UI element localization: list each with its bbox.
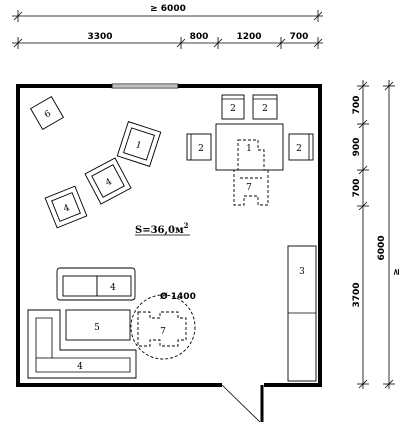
chair-label: 2 bbox=[296, 144, 302, 154]
armchair-label: 1 bbox=[134, 140, 143, 151]
top-dimension-total: ≥ 6000 bbox=[12, 4, 323, 22]
turning-circle: Ø 1400 7 bbox=[130, 291, 196, 360]
coffee-table: 5 bbox=[65, 309, 131, 341]
sofa-label: 4 bbox=[110, 283, 116, 293]
dining-chair-left: 2 bbox=[186, 133, 212, 161]
table-label: 1 bbox=[246, 144, 252, 154]
circle-wheelchair-label: 7 bbox=[160, 327, 166, 337]
sofa-top: 4 bbox=[56, 267, 136, 301]
side-table: 6 bbox=[29, 95, 65, 131]
total-height-symbol: ≥ bbox=[392, 268, 402, 276]
dim-1200: 1200 bbox=[236, 32, 261, 42]
corner-sofa-label: 4 bbox=[77, 362, 83, 372]
armchair-label: 4 bbox=[62, 203, 71, 215]
dining-chair-right: 2 bbox=[288, 133, 314, 161]
top-dimension-segments: 3300 800 1200 700 bbox=[12, 32, 323, 49]
total-width-label: ≥ 6000 bbox=[150, 4, 186, 14]
coffee-table-label: 5 bbox=[94, 323, 100, 333]
dining-chair-top-right: 2 bbox=[252, 94, 278, 120]
area-text: S=36,0м2 bbox=[135, 221, 189, 236]
armchair-1: 1 bbox=[116, 121, 162, 167]
dining-chair-top-left: 2 bbox=[221, 94, 245, 120]
armchair-label: 4 bbox=[104, 177, 114, 189]
chair-label: 2 bbox=[262, 104, 268, 114]
chair-label: 2 bbox=[230, 104, 236, 114]
area-label: S=36,0м2 bbox=[135, 221, 190, 236]
dim-700-top: 700 bbox=[352, 96, 362, 115]
circle-diameter-label: Ø 1400 bbox=[160, 291, 196, 302]
total-height-label: 6000 bbox=[377, 235, 387, 260]
dim-700: 700 bbox=[290, 32, 309, 42]
armchair-2: 4 bbox=[84, 157, 132, 205]
wheelchair-at-table: 7 bbox=[233, 139, 269, 206]
room-walls bbox=[16, 83, 322, 387]
armchair-3: 4 bbox=[44, 185, 88, 229]
dim-3700: 3700 bbox=[352, 282, 362, 307]
dim-700-middle: 700 bbox=[352, 179, 362, 198]
right-dimension-total: 6000 ≥ bbox=[377, 80, 402, 389]
chair-label: 2 bbox=[198, 144, 204, 154]
dim-900: 900 bbox=[352, 138, 362, 157]
entry-door bbox=[221, 384, 264, 423]
dining-table: 1 bbox=[215, 123, 284, 171]
dim-800: 800 bbox=[190, 32, 209, 42]
dim-3300: 3300 bbox=[87, 32, 112, 42]
right-dimension-segments: 700 900 700 3700 bbox=[352, 80, 369, 389]
cabinet-label: 3 bbox=[299, 267, 305, 277]
cabinet: 3 bbox=[287, 245, 317, 382]
wheelchair-label: 7 bbox=[246, 183, 252, 193]
corner-sofa: 4 bbox=[27, 309, 137, 379]
side-table-label: 6 bbox=[43, 109, 53, 121]
